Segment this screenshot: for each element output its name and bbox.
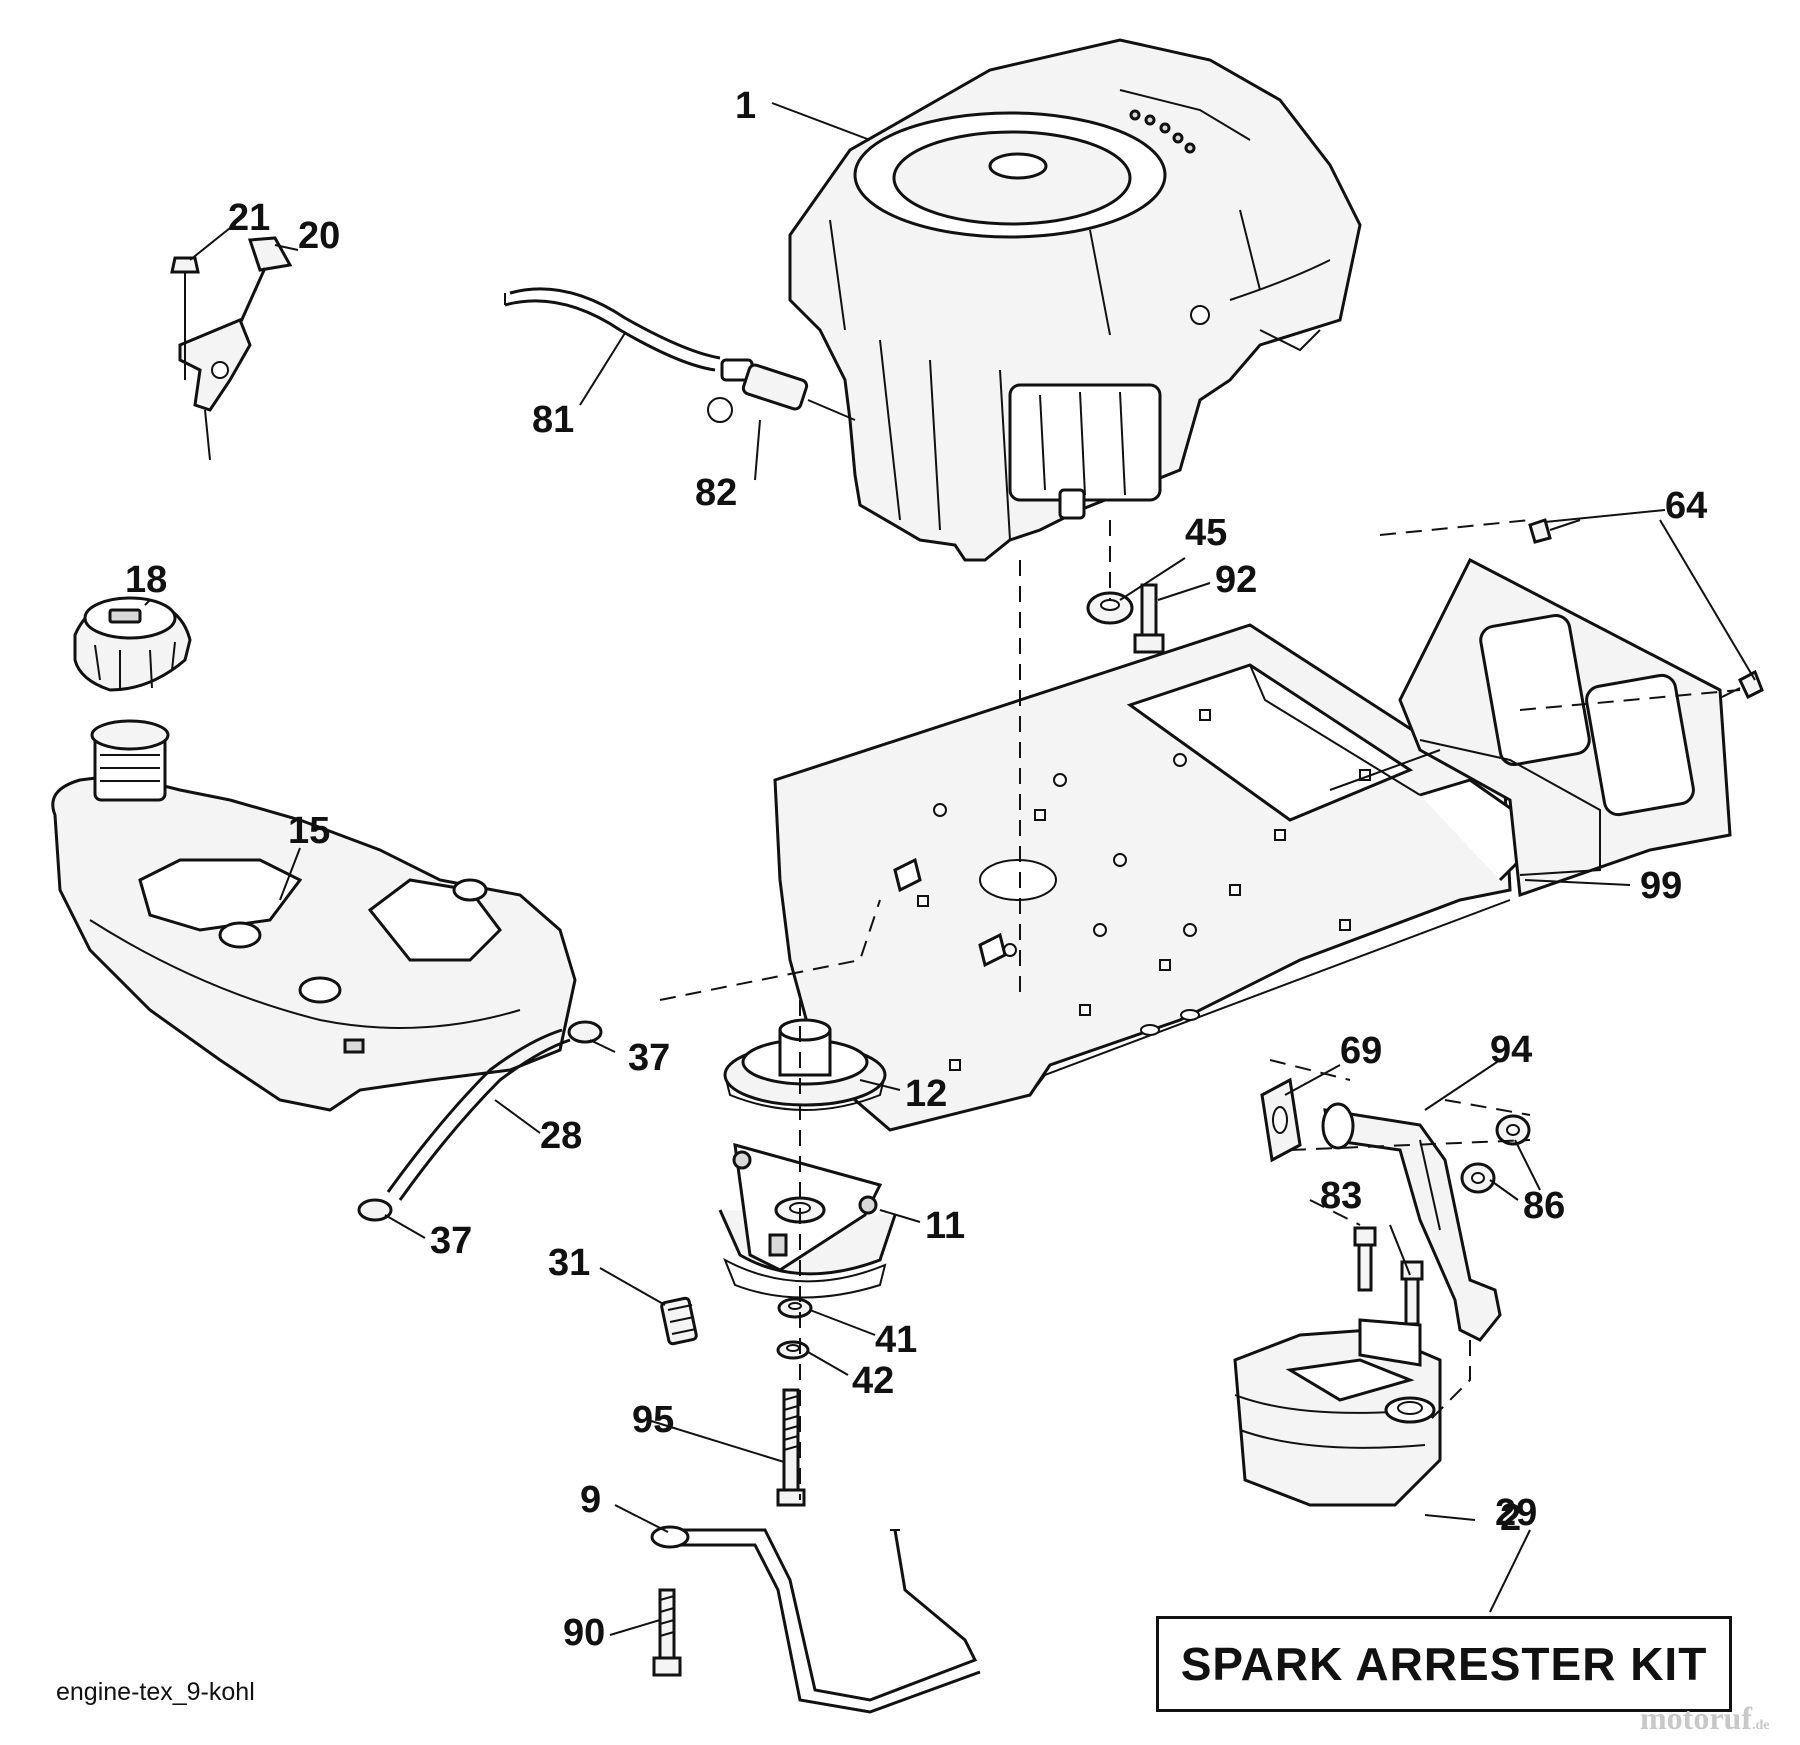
- callout-1: 1: [735, 85, 756, 127]
- callout-82: 82: [695, 472, 737, 514]
- spacer-31: [660, 1296, 698, 1346]
- bolt-83-left: [1353, 1226, 1377, 1292]
- callout-42: 42: [852, 1360, 894, 1402]
- assembly-guide-lines: [659, 519, 1741, 1500]
- fuel-cap: [73, 596, 192, 692]
- callout-11: 11: [925, 1205, 965, 1247]
- leader-lines: [144, 102, 1756, 1636]
- watermark-brand: motoruf: [1640, 1700, 1752, 1736]
- nut-86-lower: [1460, 1162, 1496, 1194]
- callout-69: 69: [1340, 1030, 1382, 1072]
- spark-arrester-kit-box: SPARK ARRESTER KIT: [1156, 1616, 1732, 1712]
- callout-90: 90: [563, 1612, 605, 1654]
- muffler-2: [1233, 1318, 1442, 1507]
- callout-37-lower: 37: [430, 1220, 472, 1262]
- callout-15: 15: [288, 810, 330, 852]
- callout-94: 94: [1490, 1029, 1532, 1071]
- rod-bracket-9: [650, 1525, 981, 1714]
- callout-21: 21: [228, 197, 270, 239]
- callout-labels: 1 2 9 11 12 15 18 20 21 28 29 31 37 37 4…: [125, 85, 1707, 1654]
- callout-86: 86: [1523, 1185, 1565, 1227]
- callout-9: 9: [580, 1479, 601, 1521]
- callout-45: 45: [1185, 512, 1227, 554]
- throttle-control: [178, 236, 293, 461]
- exhaust-pipe-94: [1321, 1102, 1502, 1342]
- callout-28: 28: [540, 1115, 582, 1157]
- watermark-logo: motoruf.de: [1640, 1700, 1769, 1737]
- callout-18: 18: [125, 559, 167, 601]
- bolt-92: [1133, 583, 1165, 654]
- callout-37-upper: 37: [628, 1037, 670, 1079]
- bolt-90: [652, 1588, 682, 1677]
- screw-64-right: [1719, 669, 1764, 700]
- mounting-plate: [773, 623, 1522, 1132]
- callout-92: 92: [1215, 559, 1257, 601]
- hose-clamp-37-upper: [567, 1020, 603, 1044]
- bolt-21: [170, 256, 200, 380]
- washer-41: [777, 1297, 813, 1319]
- callout-83: 83: [1320, 1175, 1362, 1217]
- screw-64-left: [1528, 518, 1581, 544]
- callout-2: 2: [1500, 1497, 1521, 1539]
- callout-12: 12: [905, 1073, 947, 1115]
- fuel-hose-81: [504, 287, 721, 372]
- callout-95: 95: [632, 1399, 674, 1441]
- washer-42: [776, 1340, 810, 1360]
- callout-99: 99: [1640, 865, 1682, 907]
- gasket-69: [1260, 1077, 1302, 1163]
- bolt-83-right: [1400, 1260, 1424, 1326]
- callout-29: 29: [1495, 1492, 1537, 1534]
- pulley-12: [723, 1018, 887, 1111]
- hose-clamp-37-lower: [357, 1198, 393, 1222]
- callout-64: 64: [1665, 485, 1707, 527]
- watermark-tld: .de: [1751, 1718, 1770, 1733]
- callout-20: 20: [298, 215, 340, 257]
- file-reference: engine-tex_9-kohl: [56, 1678, 255, 1706]
- heat-shield: [1329, 557, 1732, 898]
- fuel-fitting-82: [707, 358, 856, 423]
- callout-41: 41: [875, 1319, 917, 1361]
- fuel-tank: [51, 719, 577, 1112]
- fuel-line-28: [386, 1028, 571, 1201]
- spark-arrester-kit-label: SPARK ARRESTER KIT: [1180, 1638, 1708, 1690]
- bolt-95: [776, 1388, 806, 1507]
- callout-81: 81: [532, 399, 574, 441]
- callout-31: 31: [548, 1242, 590, 1284]
- engine: [788, 38, 1362, 562]
- nut-86-upper: [1495, 1114, 1531, 1146]
- clutch-11: [718, 1142, 897, 1299]
